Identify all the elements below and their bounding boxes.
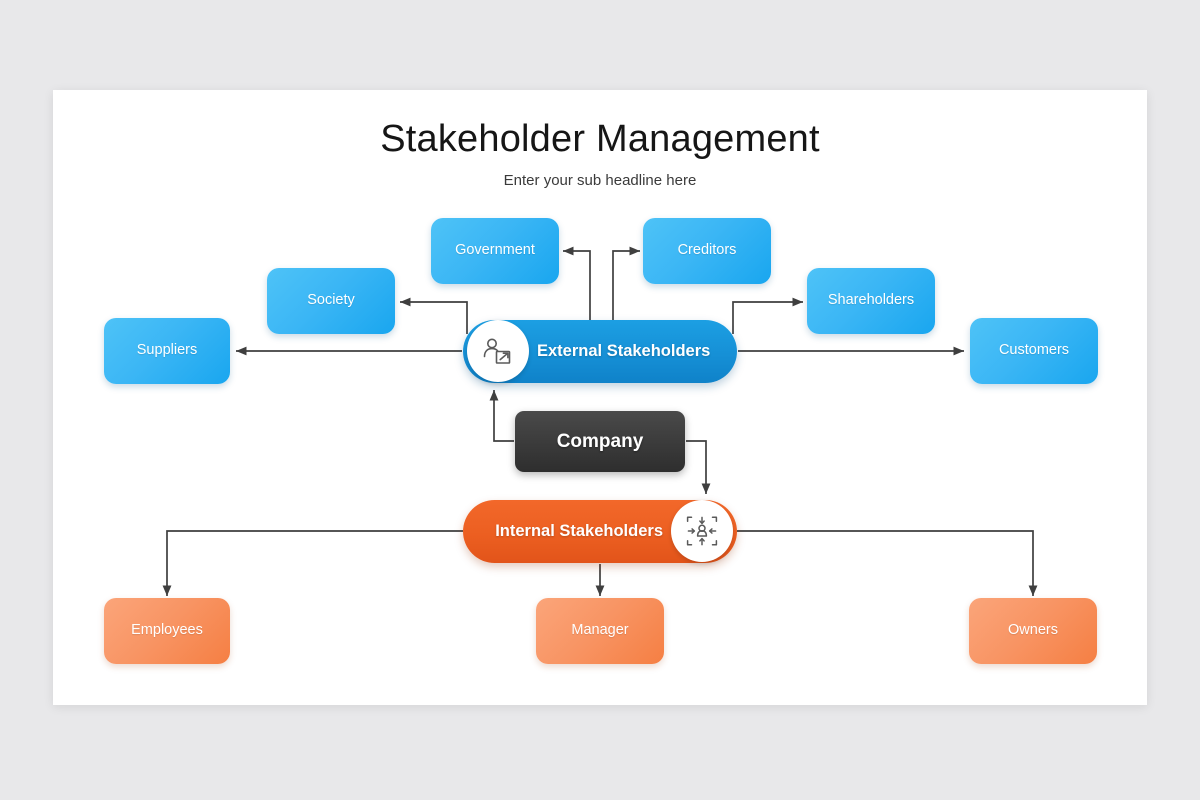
- node-shareholders-label: Shareholders: [827, 292, 915, 309]
- node-employees-label: Employees: [131, 622, 203, 639]
- node-company-label: Company: [556, 430, 644, 452]
- node-manager-label: Manager: [571, 622, 629, 639]
- node-customers-label: Customers: [998, 342, 1070, 359]
- node-company[interactable]: Company: [515, 411, 685, 472]
- node-suppliers[interactable]: Suppliers: [104, 318, 230, 384]
- external-stakeholders-label: External Stakeholders: [537, 342, 711, 360]
- node-society-label: Society: [307, 292, 355, 309]
- node-manager[interactable]: Manager: [536, 598, 664, 664]
- node-government[interactable]: Government: [431, 218, 559, 284]
- node-owners[interactable]: Owners: [969, 598, 1097, 664]
- node-customers[interactable]: Customers: [970, 318, 1098, 384]
- node-creditors-label: Creditors: [677, 242, 737, 259]
- node-government-label: Government: [455, 242, 535, 259]
- internal-stakeholders-label: Internal Stakeholders: [495, 522, 663, 540]
- node-society[interactable]: Society: [267, 268, 395, 334]
- node-suppliers-label: Suppliers: [136, 342, 198, 359]
- node-owners-label: Owners: [1008, 622, 1058, 639]
- node-employees[interactable]: Employees: [104, 598, 230, 664]
- slide-canvas: Stakeholder Management Enter your sub he…: [53, 90, 1147, 705]
- diagram-stage: Stakeholder Management Enter your sub he…: [53, 90, 1147, 705]
- node-creditors[interactable]: Creditors: [643, 218, 771, 284]
- page-subtitle: Enter your sub headline here: [503, 172, 697, 189]
- person-export-icon: [467, 320, 529, 382]
- node-shareholders[interactable]: Shareholders: [807, 268, 935, 334]
- page-title: Stakeholder Management: [380, 118, 820, 160]
- person-inward-arrows-icon: [671, 500, 733, 562]
